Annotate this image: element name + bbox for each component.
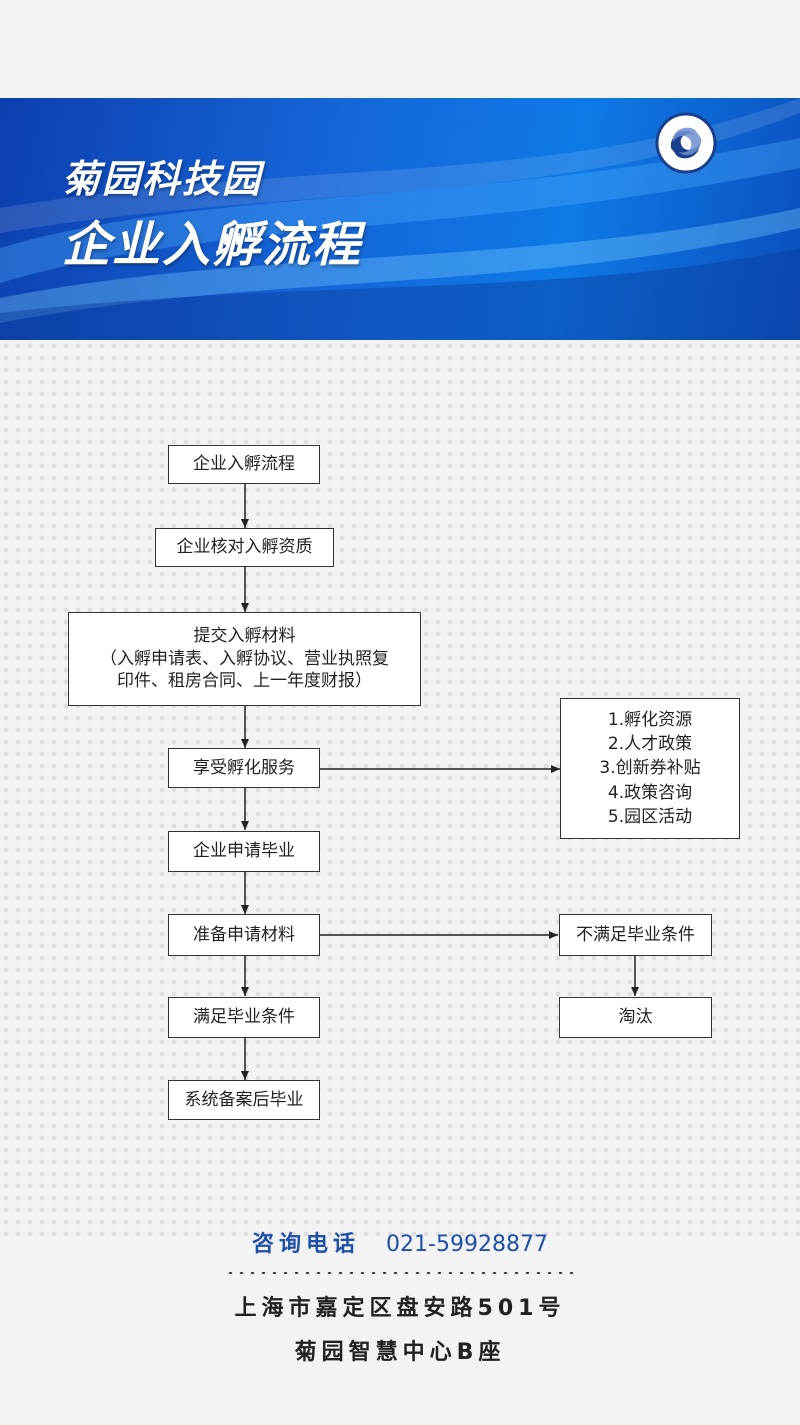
- address-line-1: 上海市嘉定区盘安路501号: [234, 1296, 566, 1321]
- service-list-box: 1.孵化资源 2.人才政策 3.创新券补贴 4.政策咨询 5.园区活动: [560, 698, 740, 839]
- flow-submit-box: 提交入孵材料 （入孵申请表、入孵协议、营业执照复 印件、租房合同、上一年度财报）: [68, 612, 421, 706]
- service-item: 1.孵化资源: [607, 710, 693, 731]
- flow-prepare-box: 准备申请材料: [168, 914, 320, 956]
- dotted-divider: [225, 1270, 580, 1276]
- flow-apply-label: 企业申请毕业: [193, 841, 295, 862]
- flow-start-label: 企业入孵流程: [193, 454, 295, 475]
- header-subtitle: 企业入孵流程: [62, 217, 363, 273]
- flow-submit-detail-1: （入孵申请表、入孵协议、营业执照复: [100, 648, 389, 669]
- flow-submit-title: 提交入孵材料: [193, 625, 296, 646]
- flow-service-box: 享受孵化服务: [168, 748, 320, 788]
- contact-phone: 021-59928877: [386, 1232, 548, 1257]
- flow-apply-box: 企业申请毕业: [168, 831, 320, 872]
- service-item: 2.人才政策: [607, 734, 693, 755]
- flow-graduate-box: 系统备案后毕业: [168, 1080, 320, 1120]
- park-logo-icon: [655, 112, 717, 174]
- contact-label: 咨询电话: [252, 1232, 361, 1257]
- flow-eliminate-label: 淘汰: [618, 1007, 653, 1028]
- address-line-2: 菊园智慧中心B座: [294, 1340, 506, 1365]
- contact-line: 咨询电话 021-59928877: [0, 1226, 800, 1258]
- banner-swoosh-decoration: [0, 98, 800, 340]
- flow-eliminate-box: 淘汰: [559, 997, 712, 1038]
- flow-verify-label: 企业核对入孵资质: [176, 537, 313, 558]
- flow-not-meet-label: 不满足毕业条件: [576, 924, 695, 945]
- header-title: 菊园科技园: [62, 157, 263, 201]
- flow-submit-detail-2: 印件、租房合同、上一年度财报）: [117, 671, 372, 692]
- flow-service-label: 享受孵化服务: [193, 757, 295, 778]
- service-item: 3.创新券补贴: [599, 758, 701, 779]
- flow-meet-box: 满足毕业条件: [168, 997, 320, 1038]
- service-item: 4.政策咨询: [607, 782, 693, 803]
- service-item: 5.园区活动: [607, 806, 693, 827]
- flow-verify-box: 企业核对入孵资质: [155, 528, 334, 567]
- flow-meet-label: 满足毕业条件: [193, 1007, 295, 1028]
- flow-graduate-label: 系统备案后毕业: [184, 1089, 304, 1110]
- flow-start-box: 企业入孵流程: [168, 445, 320, 484]
- flow-prepare-label: 准备申请材料: [193, 924, 295, 945]
- flow-not-meet-box: 不满足毕业条件: [559, 914, 712, 956]
